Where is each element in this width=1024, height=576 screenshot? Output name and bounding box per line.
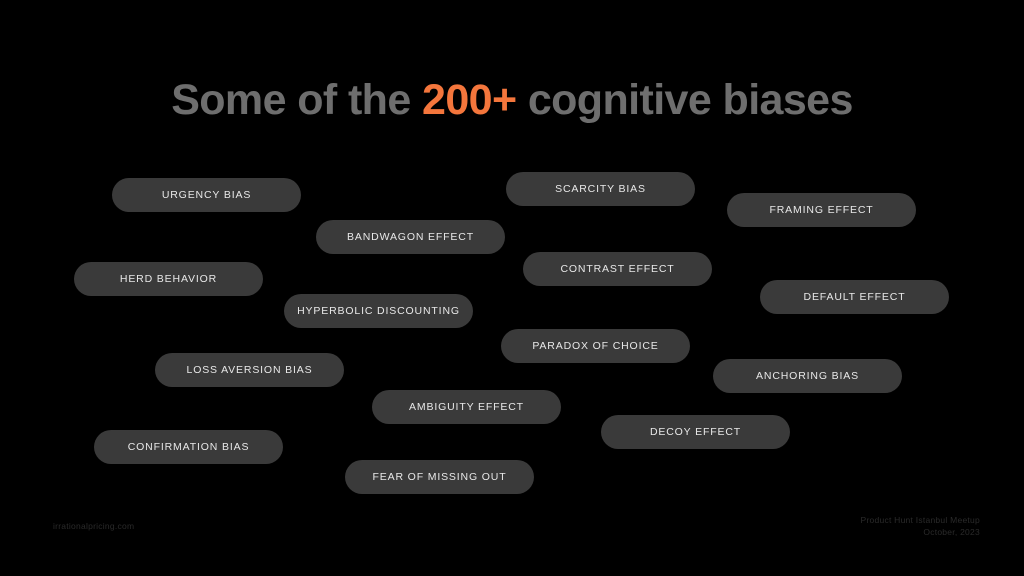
title-part-1: Some of the: [171, 76, 423, 124]
bias-pill[interactable]: HERD BEHAVIOR: [74, 262, 263, 296]
bias-pill-label: CONFIRMATION BIAS: [127, 441, 250, 453]
bias-pill-label: CONTRAST EFFECT: [560, 263, 675, 275]
bias-pill-label: FEAR OF MISSING OUT: [372, 471, 507, 483]
page-title: Some of the 200+ cognitive biases: [0, 72, 1024, 128]
bias-pill-label: URGENCY BIAS: [161, 189, 252, 201]
title-accent-count: 200+: [422, 76, 517, 124]
bias-pill-label: LOSS AVERSION BIAS: [186, 364, 313, 376]
bias-pill[interactable]: BANDWAGON EFFECT: [316, 220, 505, 254]
footer-website: irrationalpricing.com: [53, 521, 135, 531]
bias-pill[interactable]: PARADOX OF CHOICE: [501, 329, 690, 363]
bias-pill-label: ANCHORING BIAS: [756, 370, 859, 382]
bias-pill[interactable]: DECOY EFFECT: [601, 415, 790, 449]
footer-event-date: October, 2023: [923, 527, 980, 537]
bias-pill-label: FRAMING EFFECT: [769, 204, 874, 216]
bias-pill[interactable]: ANCHORING BIAS: [713, 359, 902, 393]
bias-pill[interactable]: DEFAULT EFFECT: [760, 280, 949, 314]
bias-pill-label: DEFAULT EFFECT: [803, 291, 906, 303]
bias-pill[interactable]: LOSS AVERSION BIAS: [155, 353, 344, 387]
bias-pill[interactable]: URGENCY BIAS: [112, 178, 301, 212]
bias-pill-label: HERD BEHAVIOR: [119, 273, 218, 285]
bias-pill[interactable]: FEAR OF MISSING OUT: [345, 460, 534, 494]
bias-pill[interactable]: AMBIGUITY EFFECT: [372, 390, 561, 424]
bias-pill-label: SCARCITY BIAS: [555, 183, 646, 195]
bias-pill[interactable]: CONTRAST EFFECT: [523, 252, 712, 286]
bias-pill[interactable]: HYPERBOLIC DISCOUNTING: [284, 294, 473, 328]
title-part-2: cognitive biases: [516, 76, 854, 124]
bias-pill-label: BANDWAGON EFFECT: [347, 231, 474, 243]
footer-event-name: Product Hunt Istanbul Meetup: [860, 515, 980, 525]
bias-pill[interactable]: CONFIRMATION BIAS: [94, 430, 283, 464]
bias-pill[interactable]: FRAMING EFFECT: [727, 193, 916, 227]
footer-event-info: Product Hunt Istanbul Meetup October, 20…: [861, 514, 980, 538]
bias-pill-label: PARADOX OF CHOICE: [532, 340, 659, 352]
bias-pill-label: HYPERBOLIC DISCOUNTING: [297, 305, 460, 317]
bias-pill-label: AMBIGUITY EFFECT: [409, 401, 524, 413]
bias-pill[interactable]: SCARCITY BIAS: [506, 172, 695, 206]
bias-pill-label: DECOY EFFECT: [649, 426, 742, 438]
